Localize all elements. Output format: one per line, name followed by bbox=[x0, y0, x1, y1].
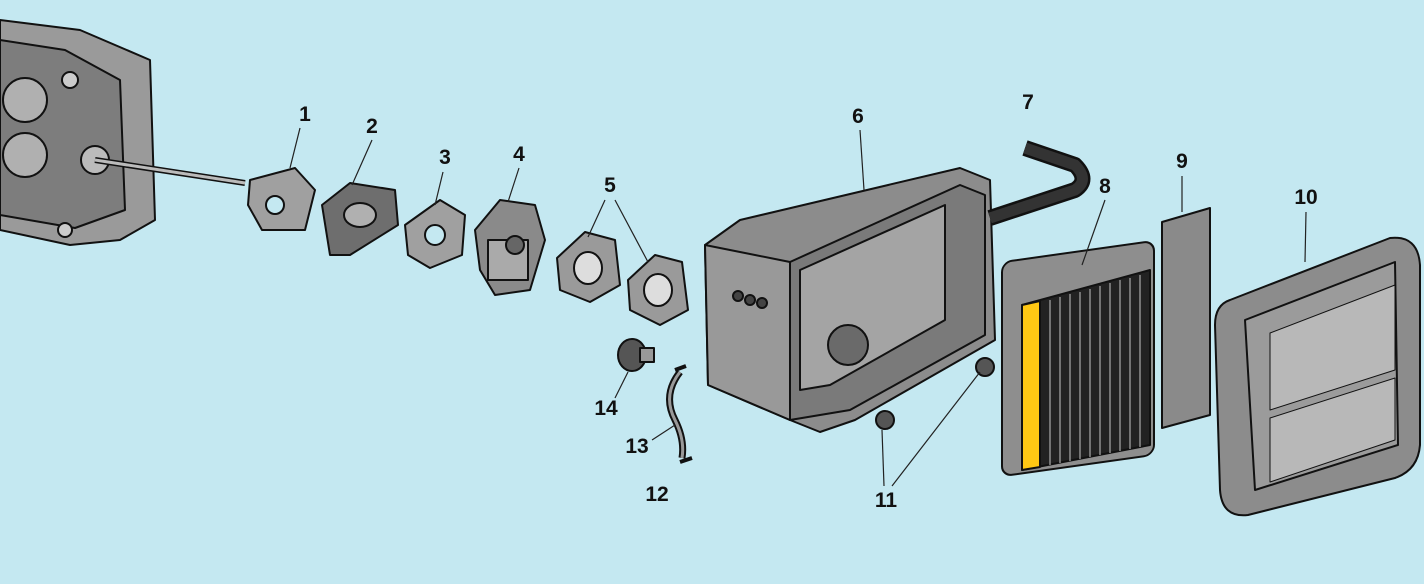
part-12-clip bbox=[679, 456, 693, 464]
part-5-gasket-a bbox=[556, 231, 621, 303]
part-11-nut-b bbox=[975, 357, 995, 377]
engine-cylinder-head bbox=[0, 19, 156, 246]
part-6-air-cleaner-case bbox=[704, 167, 996, 433]
part-1-gasket bbox=[247, 167, 316, 231]
callout-9: 9 bbox=[1176, 150, 1188, 173]
callout-13: 13 bbox=[625, 435, 649, 458]
part-2-insulator bbox=[321, 182, 399, 256]
callout-4: 4 bbox=[513, 143, 525, 166]
callout-3: 3 bbox=[439, 146, 451, 169]
callout-1: 1 bbox=[299, 103, 311, 126]
part-8-air-filter bbox=[1001, 241, 1155, 476]
callout-14: 14 bbox=[594, 397, 618, 420]
part-14-fuel-valve bbox=[617, 338, 655, 372]
callout-5: 5 bbox=[604, 174, 616, 197]
callout-10: 10 bbox=[1294, 186, 1318, 209]
callout-11: 11 bbox=[874, 489, 898, 512]
part-4-carburetor bbox=[474, 199, 546, 296]
callout-7: 7 bbox=[1022, 91, 1034, 114]
part-5-gasket-b bbox=[627, 254, 689, 326]
callout-12: 12 bbox=[645, 483, 669, 506]
part-10-air-cleaner-cover bbox=[1214, 236, 1421, 517]
callout-6: 6 bbox=[852, 105, 864, 128]
callout-8: 8 bbox=[1099, 175, 1111, 198]
part-9-foam-prefilter bbox=[1161, 207, 1211, 429]
part-3-gasket bbox=[404, 199, 466, 269]
part-11-nut-a bbox=[875, 410, 895, 430]
callout-2: 2 bbox=[366, 115, 378, 138]
leader-lines bbox=[289, 127, 1307, 487]
